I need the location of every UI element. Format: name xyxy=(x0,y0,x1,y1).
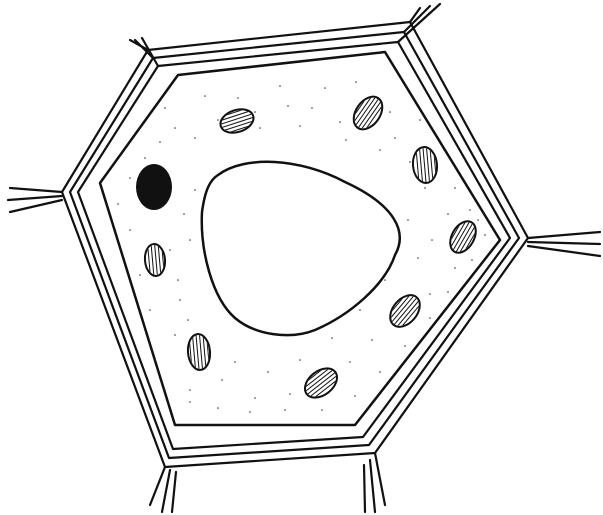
cytoplasm-dot xyxy=(419,119,421,121)
cytoplasm-dot xyxy=(379,371,381,373)
cytoplasm-dot xyxy=(469,209,471,211)
cytoplasm-dot xyxy=(174,334,176,336)
cytoplasm-dot xyxy=(359,309,361,311)
cytoplasm-dot xyxy=(471,259,473,261)
cytoplasm-dot xyxy=(484,234,486,236)
cytoplasm-dot xyxy=(237,97,239,99)
cytoplasm-dot xyxy=(431,239,433,241)
cytoplasm-dot xyxy=(429,317,431,319)
cytoplasm-dot xyxy=(477,219,479,221)
cytoplasm-dot xyxy=(159,141,161,143)
cytoplasm-dot xyxy=(354,395,356,397)
cytoplasm-dot xyxy=(299,359,301,361)
cytoplasm-dot xyxy=(129,229,131,231)
cytoplasm-dot xyxy=(194,189,196,191)
cytoplasm-dot xyxy=(144,157,146,159)
cytoplasm-dot xyxy=(429,293,431,295)
cytoplasm-dot xyxy=(169,249,171,251)
cytoplasm-dot xyxy=(447,213,449,215)
cytoplasm-dot xyxy=(424,187,426,189)
cytoplasm-dot xyxy=(349,361,351,363)
cytoplasm-dot xyxy=(254,397,256,399)
cytoplasm-dot xyxy=(331,337,333,339)
cytoplasm-dot xyxy=(379,149,381,151)
cytoplasm-dot xyxy=(217,119,219,121)
cytoplasm-dot xyxy=(189,389,191,391)
cytoplasm-dot xyxy=(189,401,191,403)
cytoplasm-dot xyxy=(384,279,386,281)
cytoplasm-dot xyxy=(389,111,391,113)
cytoplasm-dot xyxy=(404,345,406,347)
cytoplasm-dot xyxy=(174,127,176,129)
cytoplasm-dot xyxy=(129,177,131,179)
cytoplasm-dot xyxy=(454,267,456,269)
cytoplasm-dot xyxy=(299,125,301,127)
cytoplasm-dot xyxy=(454,187,456,189)
cytoplasm-dot xyxy=(311,107,313,109)
cytoplasm-dot xyxy=(279,85,281,87)
cytoplasm-dot xyxy=(371,339,373,341)
cytoplasm-dot xyxy=(249,411,251,413)
cytoplasm-dot xyxy=(217,407,219,409)
cytoplasm-dot xyxy=(267,371,269,373)
cytoplasm-dot xyxy=(289,393,291,395)
cytoplasm-dot xyxy=(417,257,419,259)
cytoplasm-dot xyxy=(259,127,261,129)
cytoplasm-dot xyxy=(409,161,411,163)
cytoplasm-dot xyxy=(443,149,445,151)
cytoplasm-dot xyxy=(345,139,347,141)
cytoplasm-dot xyxy=(407,219,409,221)
cytoplasm-dot xyxy=(194,137,196,139)
cytoplasm-dot xyxy=(234,361,236,363)
cytoplasm-dot xyxy=(189,239,191,241)
cytoplasm-dot xyxy=(287,105,289,107)
nucleus xyxy=(136,164,172,210)
cytoplasm-dot xyxy=(339,121,341,123)
cytoplasm-dot xyxy=(164,389,166,391)
cytoplasm-dot xyxy=(447,291,449,293)
cytoplasm-dot xyxy=(221,379,223,381)
cytoplasm-dot xyxy=(149,309,151,311)
cytoplasm-dot xyxy=(394,137,396,139)
cytoplasm-dot xyxy=(204,95,206,97)
cytoplasm-dot xyxy=(183,213,185,215)
cytoplasm-dot xyxy=(164,107,166,109)
cytoplasm-dot xyxy=(177,279,179,281)
cytoplasm-dot xyxy=(179,299,181,301)
cytoplasm-dot xyxy=(117,203,119,205)
cytoplasm-dot xyxy=(187,319,189,321)
cytoplasm-dot xyxy=(355,81,357,83)
cytoplasm-dot xyxy=(284,409,286,411)
cytoplasm-dot xyxy=(254,111,256,113)
cytoplasm-dot xyxy=(321,409,323,411)
cytoplasm-dot xyxy=(324,87,326,89)
cytoplasm-dot xyxy=(139,274,141,276)
